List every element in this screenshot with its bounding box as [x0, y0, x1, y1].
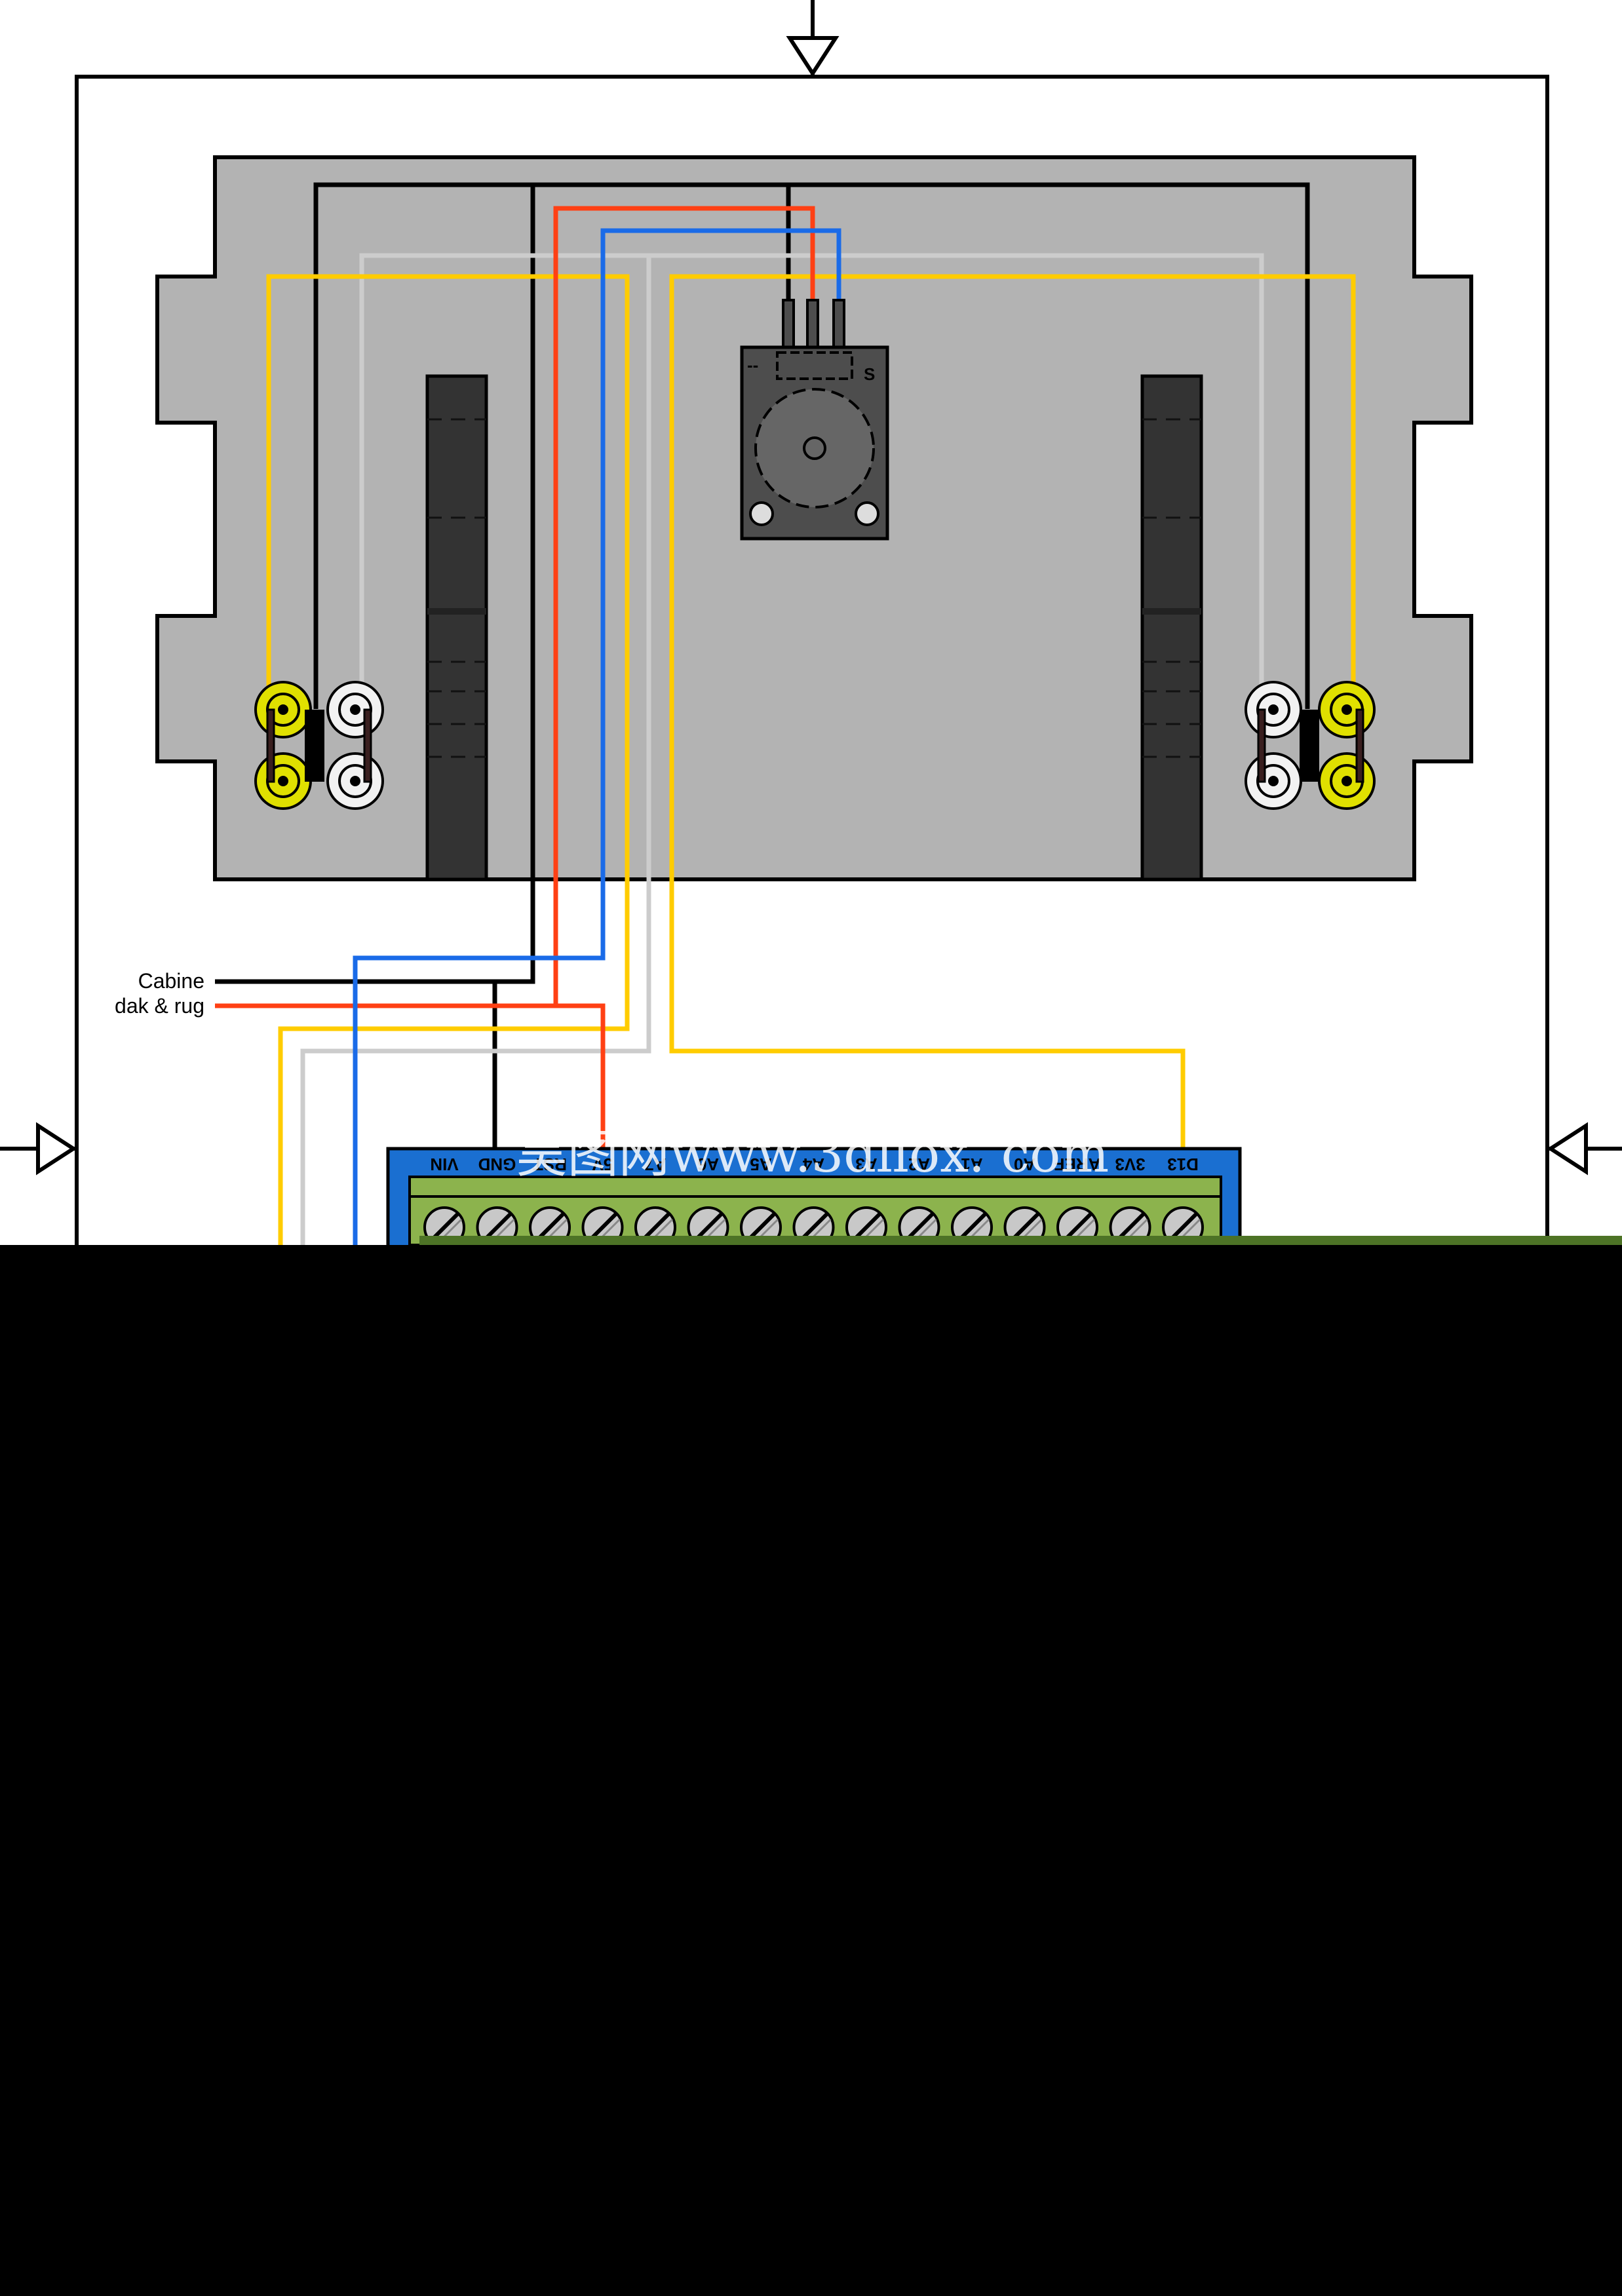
socket-group-left	[254, 681, 384, 810]
pin-label: D13	[1167, 1155, 1199, 1174]
rca-socket-icon	[1318, 752, 1376, 810]
rotary-encoder-module: -- S	[740, 299, 889, 541]
watermark: 昊图网www.3dllox. com	[516, 1125, 1109, 1184]
arrow-left-icon	[1547, 1122, 1622, 1176]
rca-socket-icon	[254, 681, 312, 738]
svg-text:--: --	[747, 355, 758, 375]
board-edge	[419, 1236, 1622, 1245]
legend-cabin-label: Cabine	[138, 969, 204, 993]
svg-text:S: S	[864, 364, 875, 384]
wire-black	[215, 182, 1310, 1166]
rca-socket-icon	[1245, 752, 1302, 810]
arrow-right-icon	[0, 1122, 77, 1176]
pin-label: A3	[855, 1155, 877, 1174]
pin-label: RST	[533, 1155, 567, 1174]
pin-label: VIN	[430, 1155, 458, 1174]
rca-socket-icon	[326, 752, 384, 810]
pin-label: A4	[802, 1155, 824, 1174]
wire-red	[215, 206, 815, 1173]
pin-label: A0	[1014, 1155, 1035, 1174]
pin-label: A2	[908, 1155, 930, 1174]
pin-label: GND	[478, 1155, 516, 1174]
pin-label: A5	[750, 1155, 771, 1174]
pin-label: 5V	[592, 1155, 613, 1174]
socket-group-right	[1245, 681, 1376, 810]
wire-yellow	[266, 274, 1356, 1245]
wire-legend: Cabine dak & rug	[115, 969, 204, 1018]
rca-socket-icon	[1245, 681, 1302, 738]
slot-left	[425, 374, 488, 881]
pin-label: 3V3	[1115, 1155, 1145, 1174]
pin-label: AREF	[1054, 1155, 1101, 1174]
rca-socket-icon	[1318, 681, 1376, 738]
pin-label: A7	[644, 1155, 666, 1174]
legend-roof-label: dak & rug	[115, 994, 204, 1018]
slot-right	[1140, 374, 1203, 881]
rca-socket-icon	[326, 681, 384, 738]
pin-label: A6	[697, 1155, 719, 1174]
pin-labels: VIN GND RST 5V A7 A6 A5 A4 A3 A2 A1 A0 AREF 3V3 D13	[430, 1155, 1199, 1174]
wire-blue	[353, 228, 841, 1245]
rca-socket-icon	[254, 752, 312, 810]
lower-blackout	[0, 1245, 1622, 2296]
pin-label: A1	[961, 1155, 982, 1174]
arrow-down-icon	[786, 0, 840, 77]
